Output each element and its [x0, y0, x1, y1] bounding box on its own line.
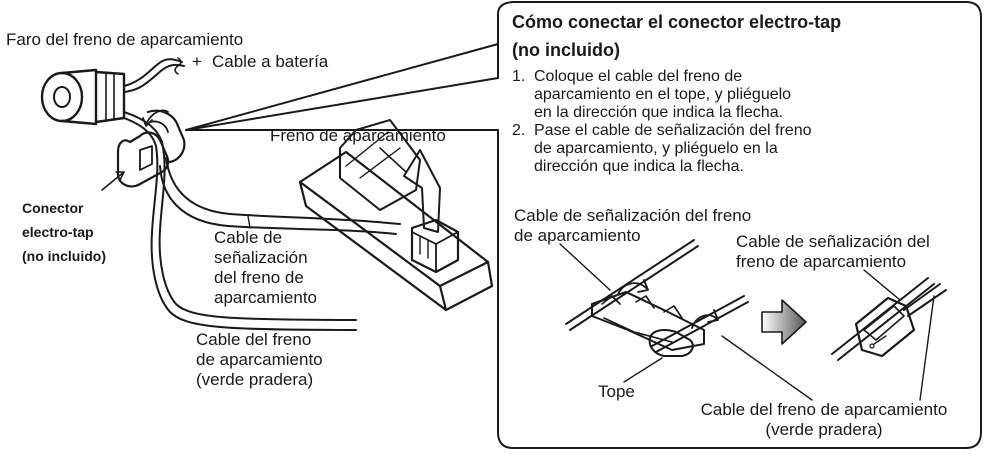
step-1: 1. Coloque el cable del freno de aparcam… — [512, 68, 812, 122]
step-2: 2. Pase el cable de señalización del fre… — [512, 122, 812, 176]
label-brake-cable-line-2: de aparcamiento — [196, 350, 323, 369]
label-battery-cable: Cable a batería — [212, 52, 329, 71]
label-signal-cable-line-2: señalización — [214, 248, 308, 267]
stopper-pointer — [623, 357, 663, 383]
label-inset-signal-right-line-1: Cable de señalización del — [736, 232, 930, 251]
parking-brake-lever — [298, 119, 494, 312]
inset-title-line-2: (no incluido) — [512, 40, 620, 60]
label-signal-cable-line-1: Cable de — [214, 228, 283, 247]
fold-arrow-1 — [617, 282, 647, 295]
label-inset-brake-line-2: (verde pradera) — [765, 420, 883, 439]
callout-line — [185, 43, 499, 131]
label-brake-cable-line-1: Cable del freno — [196, 330, 312, 349]
label-connector-line-1: Conector — [22, 200, 84, 216]
fold-arrow-2 — [691, 314, 717, 329]
parking-light-lamp — [40, 68, 126, 126]
inset-title-line-1: Cómo conectar el conector electro-tap — [512, 12, 842, 32]
inset-panel-border — [185, 1, 982, 449]
brake-cable-inset-pointer — [721, 335, 813, 401]
inset-title: Cómo conectar el conector electro-tap (n… — [512, 8, 841, 64]
battery-wire — [123, 58, 183, 87]
label-inset-signal-right-line-2: freno de aparcamiento — [736, 252, 907, 271]
label-parking-brake: Freno de aparcamiento — [270, 126, 446, 145]
label-connector-line-3: (no incluido) — [22, 248, 106, 264]
label-parking-light: Faro del freno de aparcamiento — [6, 30, 244, 49]
step-2-number: 2. — [512, 122, 526, 139]
inset-connector-closed — [831, 277, 947, 361]
brake-cable-right-pointer — [919, 295, 935, 401]
step-2-text: Pase el cable de señalización del freno … — [534, 122, 812, 175]
result-arrow — [761, 299, 807, 345]
connector-body — [116, 109, 186, 188]
connector-pointer — [101, 171, 125, 191]
inset-connector-open — [565, 239, 749, 357]
step-1-number: 1. — [512, 68, 526, 85]
label-connector-line-2: electro-tap — [22, 224, 94, 240]
brake-cable-left — [123, 111, 357, 321]
label-brake-cable-line-3: (verde pradera) — [196, 370, 314, 389]
label-signal-cable-line-4: aparcamiento — [214, 288, 318, 307]
label-inset-brake-line-1: Cable del freno de aparcamiento — [700, 400, 948, 419]
signal-cable-left-pointer — [559, 243, 611, 291]
label-inset-signal-left-line-2: de aparcamiento — [514, 226, 641, 245]
inset-steps: 1. Coloque el cable del freno de aparcam… — [512, 68, 812, 176]
label-signal-cable-line-3: del freno de — [214, 268, 304, 287]
label-battery-plus: + — [192, 52, 202, 71]
step-1-text: Coloque el cable del freno de aparcamien… — [534, 68, 792, 121]
parking-brake-pointer — [379, 147, 407, 173]
signal-cable-pointer — [247, 215, 251, 229]
signal-cable-right-pointer — [863, 269, 901, 301]
label-inset-stopper: Tope — [598, 382, 635, 401]
connector-fold-arrow — [145, 109, 169, 125]
label-inset-signal-left-line-1: Cable de señalización del freno — [514, 206, 752, 225]
